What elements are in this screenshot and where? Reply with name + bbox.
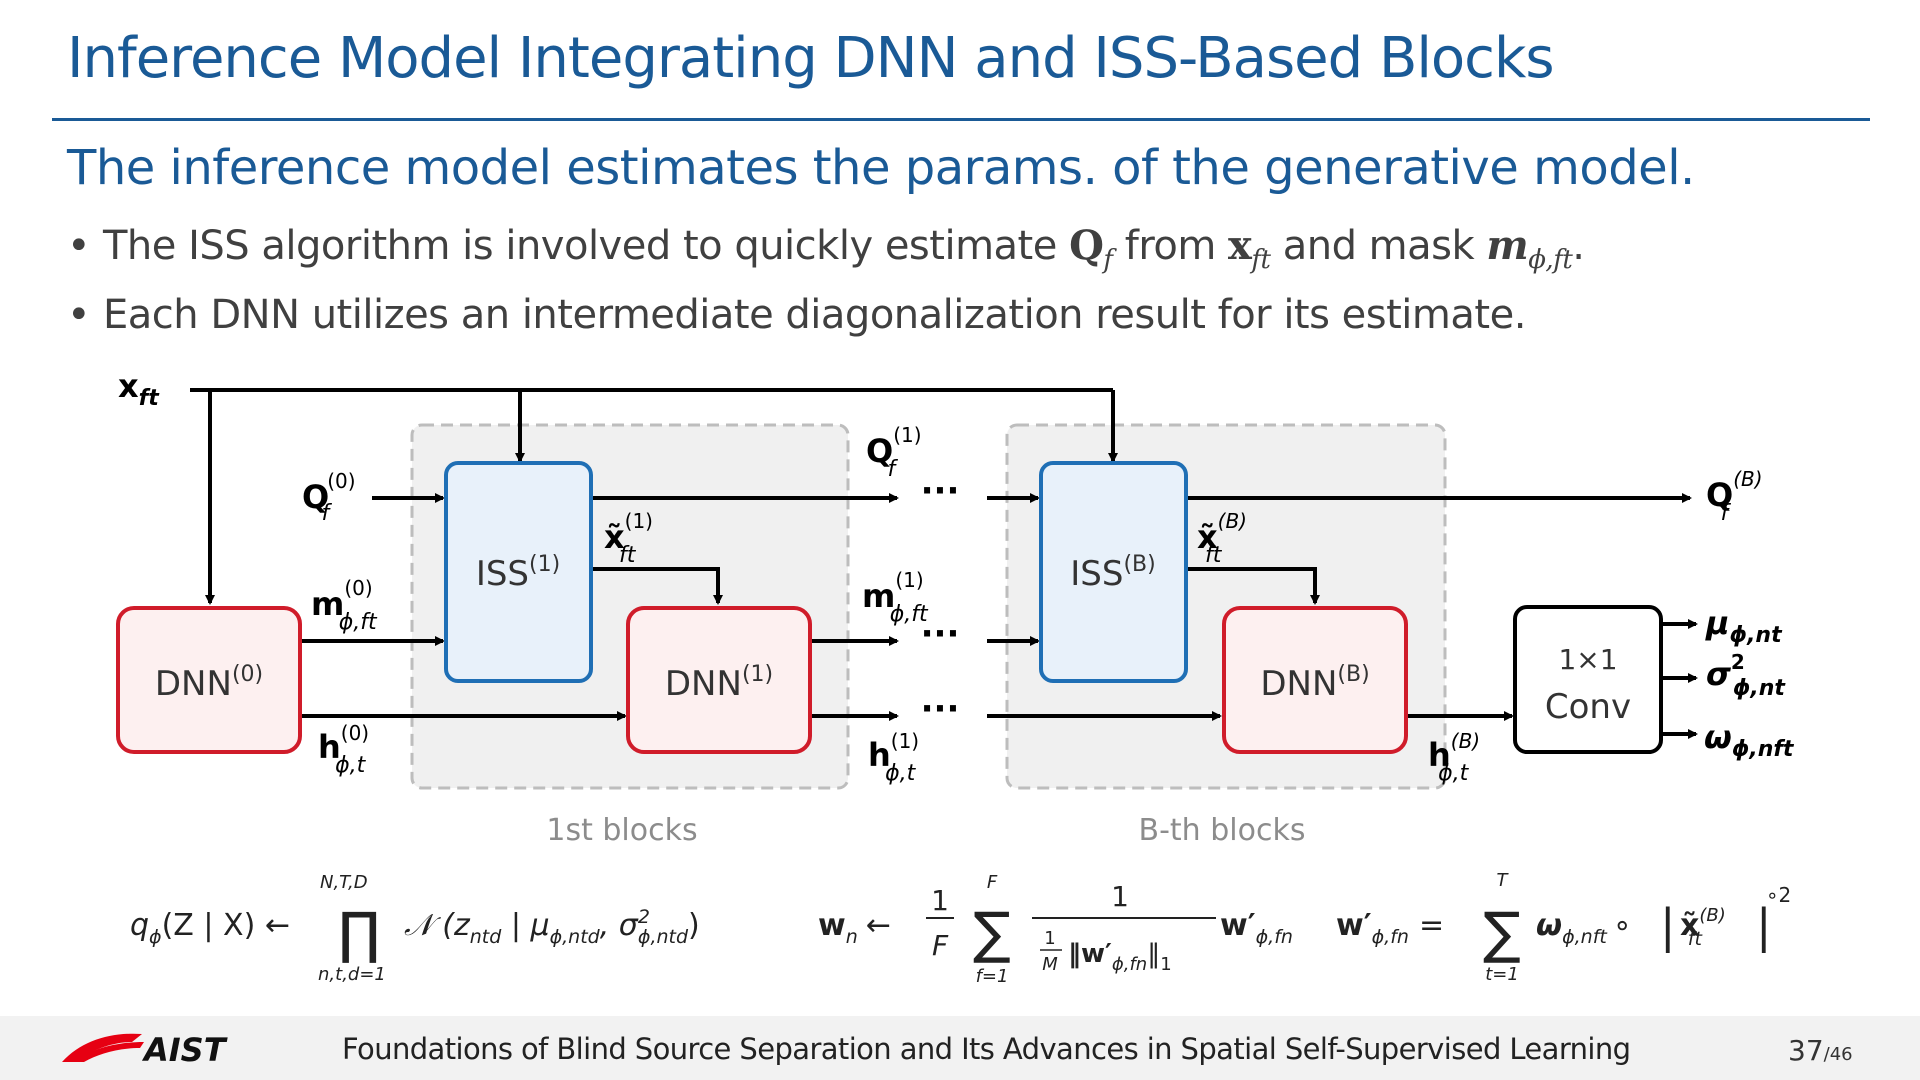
label-h1: h(1)ϕ,t [868, 729, 919, 786]
ellipsis-q: ··· [921, 471, 960, 511]
svg-text:DNN(0): DNN(0) [155, 662, 263, 704]
bullet-2: •Each DNN utilizes an intermediate diago… [67, 292, 1526, 338]
svg-text:∑: ∑ [1483, 901, 1521, 966]
svg-text:1×1: 1×1 [1558, 643, 1617, 676]
issB-block: ISS(B) [1039, 461, 1188, 683]
svg-text:1: 1 [1044, 928, 1055, 949]
label-xtildeB: x̃(B)ft [1197, 509, 1247, 568]
iss1-xt-to-dnn1 [592, 567, 723, 605]
svg-text:|: | [1756, 899, 1772, 954]
dnnB-block: DNN(B) [1222, 606, 1408, 754]
svg-text:M: M [1042, 954, 1058, 975]
bullet-1: •The ISS algorithm is involved to quickl… [67, 222, 1585, 275]
dnn0-block: DNN(0) [116, 606, 302, 754]
equation-w-prime: w′ϕ,fn= T ∑ t=1 ωϕ,nft∘ | x̃(B)ft | ∘2 [1336, 870, 1791, 985]
svg-text:|: | [1660, 899, 1676, 954]
issB-xt-to-dnnB [1188, 567, 1320, 605]
group-label-first: 1st blocks [546, 813, 697, 848]
label-xtilde1: x̃(1)ft [604, 509, 653, 568]
equations: qϕ(Z | X) ← N,T,D ∏ n,t,d=1 𝒩 (zntd | μϕ… [130, 870, 1791, 987]
equation-w-n: wn← 1 F F ∑ f=1 1 1 M ‖w′ϕ,fn‖1 w′ϕ,fn [818, 872, 1293, 987]
bullet-dot: • [67, 292, 91, 338]
aist-logo-text: AIST [141, 1031, 228, 1066]
conv-block: 1×1 Conv [1513, 605, 1663, 754]
svg-text:1: 1 [1111, 880, 1129, 913]
dnn1-block: DNN(1) [626, 606, 812, 754]
ellipses: ··· ··· ··· [921, 471, 960, 729]
label-m1: m(1)ϕ,ft [862, 568, 929, 627]
label-q0: Q(0)f [302, 469, 356, 526]
label-x-ft: xft [118, 367, 160, 411]
footer-bar [0, 1016, 1920, 1080]
svg-text:wn←: wn← [818, 908, 891, 948]
label-mu: μϕ,nt [1705, 604, 1783, 648]
footer-title: Foundations of Blind Source Separation a… [342, 1032, 1631, 1066]
svg-text:n,t,d=1: n,t,d=1 [318, 964, 386, 985]
svg-text:F: F [932, 929, 949, 962]
svg-text:∑: ∑ [973, 901, 1011, 966]
svg-text:‖w′ϕ,fn‖1: ‖w′ϕ,fn‖1 [1068, 939, 1172, 975]
svg-text:ISS(1): ISS(1) [476, 552, 560, 594]
label-qB: Q(B)f [1706, 467, 1763, 526]
signal-labels: xft Q(0)f m(0)ϕ,ft h(0)ϕ,t x̃(1)ft Q(1)f… [118, 367, 1795, 786]
bullet-dot: • [67, 223, 91, 269]
equation-q-phi: qϕ(Z | X) ← N,T,D ∏ n,t,d=1 𝒩 (zntd | μϕ… [130, 872, 700, 985]
group-label-bth: B-th blocks [1139, 813, 1306, 848]
connections [190, 388, 1698, 739]
svg-text:qϕ(Z | X) ←: qϕ(Z | X) ← [130, 908, 290, 948]
page-number: 37/46 [1788, 1034, 1853, 1067]
svg-text:T: T [1497, 870, 1510, 891]
label-omega: ωϕ,nft [1704, 718, 1795, 762]
svg-text:F: F [987, 872, 998, 893]
svg-text:Conv: Conv [1545, 687, 1631, 727]
ellipsis-h: ··· [921, 689, 960, 729]
svg-text:w′ϕ,fn: w′ϕ,fn [1220, 908, 1293, 948]
svg-text:x̃(B)ft: x̃(B)ft [1680, 905, 1726, 950]
svg-text:w′ϕ,fn=: w′ϕ,fn= [1336, 908, 1444, 948]
ellipsis-m: ··· [921, 614, 960, 654]
label-q1: Q(1)f [866, 423, 922, 482]
svg-text:f=1: f=1 [976, 966, 1009, 987]
svg-text:DNN(B): DNN(B) [1260, 662, 1369, 704]
aist-logo: AIST [62, 1031, 228, 1066]
label-h0: h(0)ϕ,t [318, 721, 369, 778]
svg-text:DNN(1): DNN(1) [665, 662, 773, 704]
svg-text:N,T,D: N,T,D [320, 872, 368, 893]
svg-text:t=1: t=1 [1485, 964, 1519, 985]
svg-text:ωϕ,nft∘: ωϕ,nft∘ [1536, 908, 1632, 948]
slide-subtitle: The inference model estimates the params… [67, 140, 1695, 196]
label-hB: h(B)ϕ,t [1428, 729, 1480, 786]
svg-text:∏: ∏ [338, 901, 380, 966]
label-m0: m(0)ϕ,ft [311, 576, 378, 635]
svg-text:𝒩 (zntd | μϕ,ntd, σ2ϕ,ntd): 𝒩 (zntd | μϕ,ntd, σ2ϕ,ntd) [404, 906, 700, 948]
svg-text:ISS(B): ISS(B) [1070, 552, 1155, 594]
iss1-block: ISS(1) [444, 461, 593, 683]
svg-text:1: 1 [931, 884, 949, 917]
slide-title: Inference Model Integrating DNN and ISS-… [67, 26, 1555, 91]
svg-text:∘2: ∘2 [1766, 883, 1791, 907]
title-divider [52, 118, 1870, 121]
